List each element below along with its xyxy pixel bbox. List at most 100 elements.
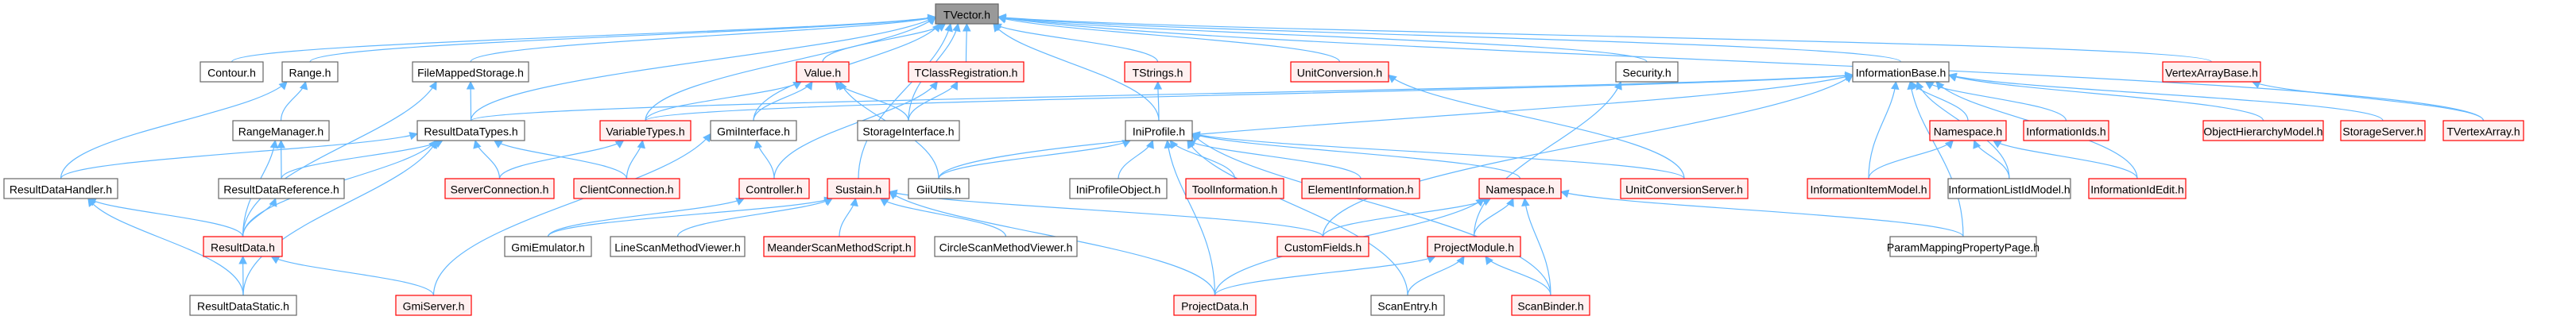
node-box[interactable] <box>599 120 691 141</box>
node-box[interactable] <box>1929 120 2007 141</box>
node-box[interactable] <box>504 236 592 257</box>
node-security[interactable]: Security.h <box>1615 61 1679 83</box>
node-box[interactable] <box>1276 236 1369 257</box>
node-result-data-handler[interactable]: ResultDataHandler.h <box>3 178 118 199</box>
node-value[interactable]: Value.h <box>796 61 850 83</box>
node-line-scan-method-viewer[interactable]: LineScanMethodViewer.h <box>610 236 746 257</box>
node-gmi-emulator[interactable]: GmiEmulator.h <box>504 236 592 257</box>
node-tool-information[interactable]: ToolInformation.h <box>1185 178 1284 199</box>
node-box[interactable] <box>827 178 890 199</box>
node-information-list-id-model[interactable]: InformationListIdModel.h <box>1947 178 2071 199</box>
node-box[interactable] <box>610 236 746 257</box>
node-box[interactable] <box>232 120 330 141</box>
node-ini-profile[interactable]: IniProfile.h <box>1125 120 1193 141</box>
node-box[interactable] <box>908 178 970 199</box>
node-box[interactable] <box>2088 178 2187 199</box>
node-box[interactable] <box>1427 236 1521 257</box>
node-box[interactable] <box>2162 61 2261 83</box>
node-ini-profile-object[interactable]: IniProfileObject.h <box>1069 178 1168 199</box>
node-box[interactable] <box>1947 178 2071 199</box>
node-box[interactable] <box>1301 178 1420 199</box>
node-box[interactable] <box>1185 178 1284 199</box>
node-range-manager[interactable]: RangeManager.h <box>232 120 330 141</box>
node-project-module[interactable]: ProjectModule.h <box>1427 236 1521 257</box>
node-custom-fields[interactable]: CustomFields.h <box>1276 236 1369 257</box>
node-box[interactable] <box>1125 120 1193 141</box>
node-box[interactable] <box>2023 120 2109 141</box>
node-information-ids[interactable]: InformationIds.h <box>2023 120 2109 141</box>
node-box[interactable] <box>573 178 680 199</box>
node-box[interactable] <box>1290 61 1389 83</box>
node-tvertex-array[interactable]: TVertexArray.h <box>2442 120 2524 141</box>
node-scan-entry[interactable]: ScanEntry.h <box>1370 295 1445 316</box>
node-box[interactable] <box>2442 120 2524 141</box>
node-object-hierarchy-model[interactable]: ObjectHierarchyModel.h <box>2202 120 2324 141</box>
node-box[interactable] <box>908 61 1025 83</box>
node-result-data-types[interactable]: ResultDataTypes.h <box>416 120 525 141</box>
node-box[interactable] <box>203 236 283 257</box>
node-box[interactable] <box>1511 295 1590 316</box>
node-box[interactable] <box>281 61 339 83</box>
node-unit-conversion-server[interactable]: UnitConversionServer.h <box>1620 178 1749 199</box>
node-box[interactable] <box>2202 120 2324 141</box>
node-box[interactable] <box>710 120 797 141</box>
node-storage-server[interactable]: StorageServer.h <box>2340 120 2426 141</box>
node-result-data-reference[interactable]: ResultDataReference.h <box>218 178 345 199</box>
node-box[interactable] <box>1615 61 1679 83</box>
node-box[interactable] <box>935 3 999 25</box>
node-box[interactable] <box>3 178 118 199</box>
node-box[interactable] <box>934 236 1078 257</box>
node-namespace2[interactable]: Namespace.h <box>1929 120 2007 141</box>
node-box[interactable] <box>857 120 960 141</box>
node-box[interactable] <box>1124 61 1191 83</box>
node-box[interactable] <box>395 295 472 316</box>
node-box[interactable] <box>412 61 529 83</box>
node-tvector[interactable]: TVector.h <box>935 3 999 25</box>
node-box[interactable] <box>416 120 525 141</box>
node-contour[interactable]: Contour.h <box>199 61 264 83</box>
node-storage-interface[interactable]: StorageInterface.h <box>857 120 960 141</box>
node-box[interactable] <box>2340 120 2426 141</box>
node-box[interactable] <box>796 61 850 83</box>
node-box[interactable] <box>738 178 810 199</box>
node-box[interactable] <box>189 295 297 316</box>
node-client-connection[interactable]: ClientConnection.h <box>573 178 680 199</box>
node-element-information[interactable]: ElementInformation.h <box>1301 178 1420 199</box>
node-box[interactable] <box>1173 295 1257 316</box>
node-box[interactable] <box>1069 178 1168 199</box>
node-box[interactable] <box>444 178 555 199</box>
node-circle-scan-method-viewer[interactable]: CircleScanMethodViewer.h <box>934 236 1078 257</box>
node-gii-utils[interactable]: GiiUtils.h <box>908 178 970 199</box>
node-scan-binder[interactable]: ScanBinder.h <box>1511 295 1590 316</box>
node-box[interactable] <box>763 236 916 257</box>
node-result-data[interactable]: ResultData.h <box>203 236 283 257</box>
node-param-mapping-property-page[interactable]: ParamMappingPropertyPage.h <box>1887 236 2039 257</box>
node-controller[interactable]: Controller.h <box>738 178 810 199</box>
node-information-base[interactable]: InformationBase.h <box>1852 61 1950 83</box>
node-vertex-array-base[interactable]: VertexArrayBase.h <box>2162 61 2261 83</box>
node-tstrings[interactable]: TStrings.h <box>1124 61 1191 83</box>
node-unit-conversion[interactable]: UnitConversion.h <box>1290 61 1389 83</box>
node-tclass-registration[interactable]: TClassRegistration.h <box>908 61 1025 83</box>
node-sustain[interactable]: Sustain.h <box>827 178 890 199</box>
node-result-data-static[interactable]: ResultDataStatic.h <box>189 295 297 316</box>
node-information-id-edit[interactable]: InformationIdEdit.h <box>2088 178 2187 199</box>
node-meander-scan-method-script[interactable]: MeanderScanMethodScript.h <box>763 236 916 257</box>
node-project-data[interactable]: ProjectData.h <box>1173 295 1257 316</box>
node-box[interactable] <box>218 178 345 199</box>
node-server-connection[interactable]: ServerConnection.h <box>444 178 555 199</box>
node-gmi-interface[interactable]: GmiInterface.h <box>710 120 797 141</box>
node-box[interactable] <box>1370 295 1445 316</box>
node-box[interactable] <box>199 61 264 83</box>
node-box[interactable] <box>1807 178 1931 199</box>
node-box[interactable] <box>1620 178 1749 199</box>
node-box[interactable] <box>1478 178 1562 199</box>
node-gmi-server[interactable]: GmiServer.h <box>395 295 472 316</box>
node-box[interactable] <box>1852 61 1950 83</box>
node-information-item-model[interactable]: InformationItemModel.h <box>1807 178 1931 199</box>
node-variable-types[interactable]: VariableTypes.h <box>599 120 691 141</box>
node-box[interactable] <box>1889 236 2037 257</box>
node-range[interactable]: Range.h <box>281 61 339 83</box>
node-namespace[interactable]: Namespace.h <box>1478 178 1562 199</box>
node-file-mapped-storage[interactable]: FileMappedStorage.h <box>412 61 529 83</box>
